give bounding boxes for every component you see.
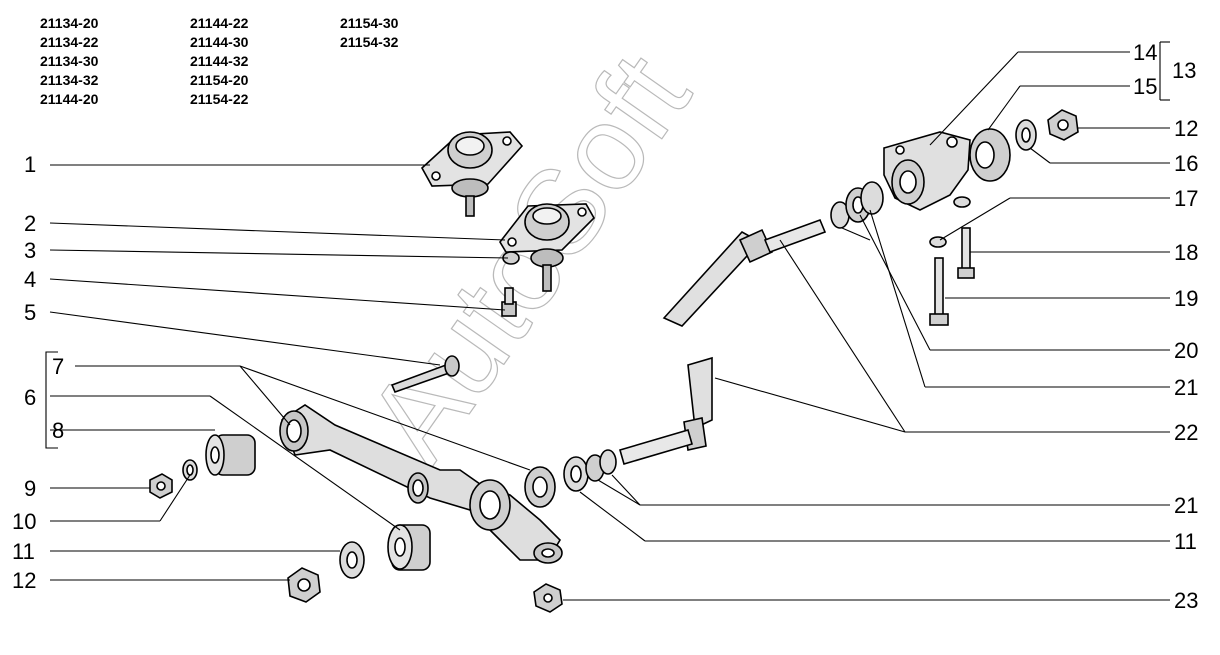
callout-4: 4 xyxy=(24,267,36,292)
part-drawings xyxy=(149,109,1079,613)
callout-16: 16 xyxy=(1174,151,1198,176)
washer-large-left xyxy=(339,541,365,579)
callout-5: 5 xyxy=(24,300,36,325)
callout-19: 19 xyxy=(1174,286,1198,311)
washers-lower xyxy=(524,449,617,508)
washer-17a xyxy=(953,196,971,208)
callout-23: 23 xyxy=(1174,588,1198,613)
washer-16 xyxy=(1015,119,1037,151)
callout-20: 20 xyxy=(1174,338,1198,363)
callout-12-left: 12 xyxy=(12,568,36,593)
callout-21-upper: 21 xyxy=(1174,375,1198,400)
nut-large-left xyxy=(287,567,321,603)
bushing xyxy=(205,434,256,476)
bolt-long xyxy=(390,355,460,394)
washer-small xyxy=(182,459,198,481)
callout-2: 2 xyxy=(24,211,36,236)
callout-numbers: 1 2 3 4 5 6 7 8 9 10 11 12 14 15 13 12 1… xyxy=(12,40,1198,613)
callout-8: 8 xyxy=(52,418,64,443)
model-code: 21154-30 xyxy=(340,15,399,31)
nut-small xyxy=(149,473,173,499)
bushing-lower xyxy=(387,524,431,571)
callout-10: 10 xyxy=(12,509,36,534)
model-code: 21134-20 xyxy=(40,15,99,31)
nut-right xyxy=(1047,109,1079,141)
lower-arm xyxy=(279,404,563,564)
callout-18: 18 xyxy=(1174,240,1198,265)
callout-14: 14 xyxy=(1133,40,1157,65)
strut-rod-upper xyxy=(662,218,827,327)
model-code: 21144-32 xyxy=(190,53,249,69)
leader-lines xyxy=(45,41,1170,601)
model-code: 21154-22 xyxy=(190,91,249,107)
model-code: 21154-32 xyxy=(340,34,399,50)
model-code: 21134-32 xyxy=(40,72,99,88)
ball-joint-upper xyxy=(420,131,524,217)
callout-7: 7 xyxy=(52,354,64,379)
callout-12-right: 12 xyxy=(1174,116,1198,141)
washers-upper xyxy=(830,181,884,229)
model-code: 21144-20 xyxy=(40,91,99,107)
callout-11-right: 11 xyxy=(1174,529,1197,554)
nut-23 xyxy=(533,583,563,613)
strut-bracket xyxy=(883,128,1011,211)
callout-22: 22 xyxy=(1174,420,1198,445)
strut-rod-lower xyxy=(619,356,713,465)
callout-11-left: 11 xyxy=(12,539,35,564)
bolt-18 xyxy=(957,227,975,279)
ball-joint-lower xyxy=(499,203,595,292)
watermark-text: AutoSoft xyxy=(342,31,716,485)
model-codes: 21134-20 21134-22 21134-30 21134-32 2114… xyxy=(40,14,460,119)
model-code: 21134-30 xyxy=(40,53,99,69)
callout-17: 17 xyxy=(1174,186,1198,211)
callout-13: 13 xyxy=(1172,58,1196,83)
model-column-2: 21144-22 21144-30 21144-32 21154-20 2115… xyxy=(190,14,248,109)
bolt-19 xyxy=(929,257,949,326)
callout-21-lower: 21 xyxy=(1174,493,1198,518)
model-code: 21144-22 xyxy=(190,15,249,31)
callout-6: 6 xyxy=(24,385,36,410)
model-column-1: 21134-20 21134-22 21134-30 21134-32 2114… xyxy=(40,14,98,109)
model-column-3: 21154-30 21154-32 xyxy=(340,14,398,52)
callout-15: 15 xyxy=(1133,74,1157,99)
callout-9: 9 xyxy=(24,476,36,501)
callout-1: 1 xyxy=(24,152,36,177)
washer-17b xyxy=(929,236,947,248)
model-code: 21154-20 xyxy=(190,72,249,88)
model-code: 21134-22 xyxy=(40,34,99,50)
model-code: 21144-30 xyxy=(190,34,249,50)
callout-3: 3 xyxy=(24,238,36,263)
bolt-short xyxy=(501,287,517,317)
